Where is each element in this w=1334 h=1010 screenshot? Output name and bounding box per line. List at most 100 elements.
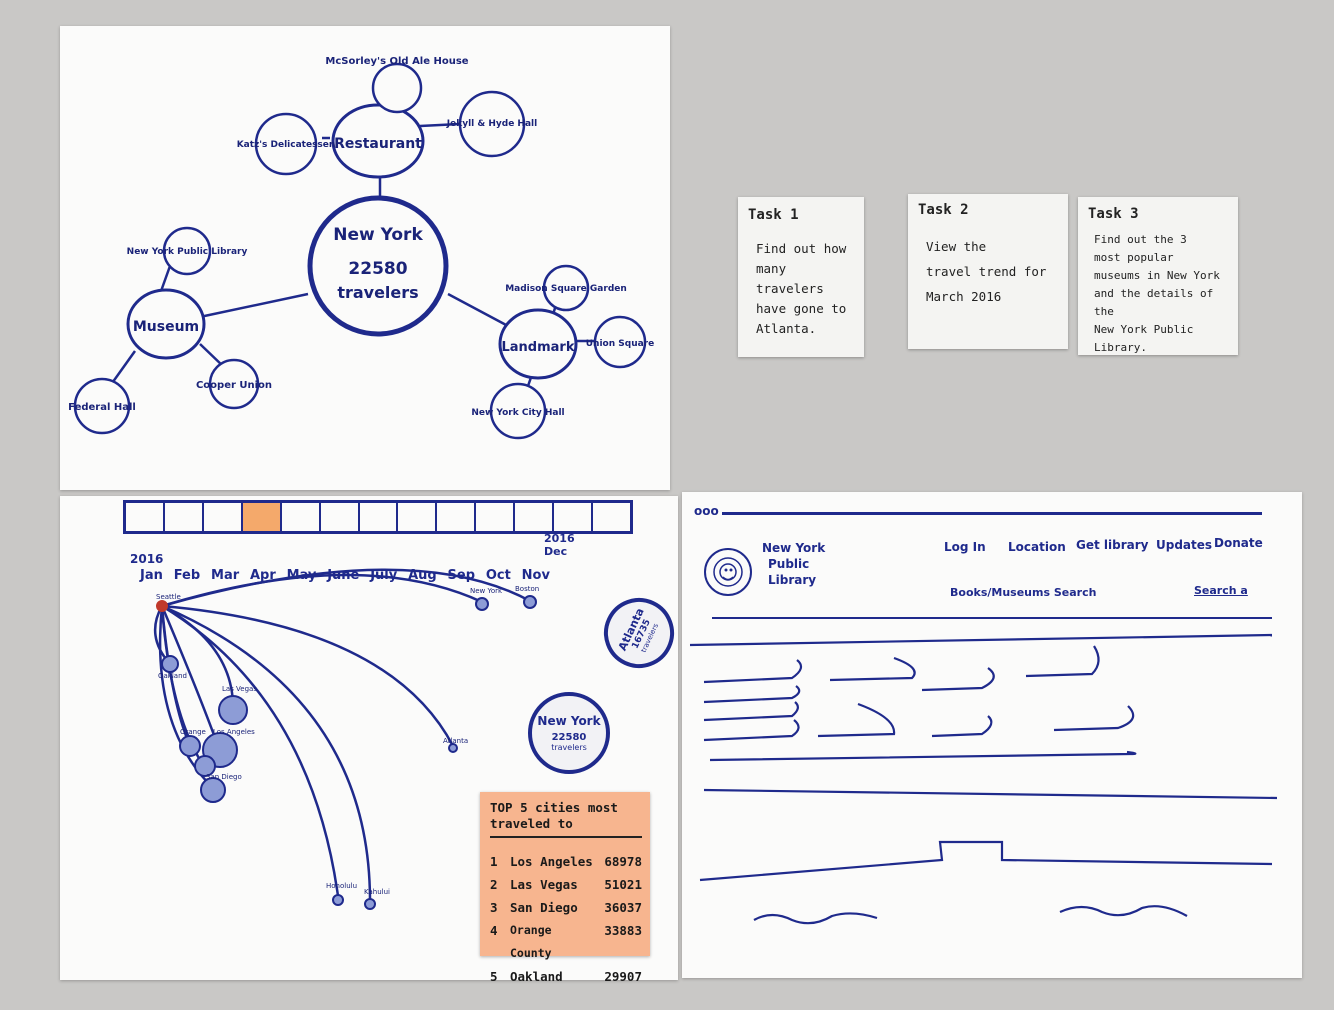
dest-kahului [364,898,376,910]
task-note-3: Task 3 Find out the 3 most popular museu… [1078,197,1238,355]
dest-label-san-diego: San Diego [206,773,242,781]
task-3-title: Task 3 [1088,206,1139,222]
top5-rank: 1 [490,854,498,869]
timeline-cell[interactable] [204,503,243,531]
mindmap-federal-hall-label: Federal Hall [68,402,136,413]
section-rule [703,788,1278,800]
timeline-cell[interactable] [515,503,555,531]
nav-location[interactable]: Location [1008,540,1066,554]
month-label[interactable]: Feb [173,568,201,583]
mindmap-madison-node [542,264,590,312]
task-3-line: Library. [1094,341,1147,354]
top5-title: TOP 5 cities most traveled to [490,800,642,838]
logo-line: New York [762,541,826,555]
top5-title-line-2: traveled to [490,816,573,831]
month-label[interactable]: Jan [140,568,163,583]
timeline-cell[interactable] [437,503,477,531]
flow-arc-boston [161,568,531,608]
timeline-start-label: 2016 [130,552,164,566]
dest-label-boston: Boston [515,585,539,593]
timeline-cell[interactable] [321,503,360,531]
wireframe-content-sketch [689,633,1278,925]
mindmap-cooper-union-node [208,358,260,410]
timeline-cell[interactable] [398,503,438,531]
task-1-line: have gone to [756,301,847,316]
mindmap-center-value: 22580 [348,259,407,279]
website-wireframe-paper: ooo New York Public Library Log In Locat… [682,492,1302,978]
books-museums-search-input[interactable]: Books/Museums Search [950,586,1097,599]
section-rule [689,633,1273,647]
timeline-cell[interactable] [554,503,594,531]
timeline-cell[interactable] [165,503,204,531]
mindmap-cooper-union-label: Cooper Union [196,380,272,391]
top5-title-line-1: TOP 5 cities most [490,800,618,815]
timeline-bar [123,500,633,534]
month-label[interactable]: Nov [521,568,550,583]
top5-count: 68978 [604,854,642,869]
timeline-cell[interactable] [476,503,516,531]
nav-get-library[interactable]: Get library [1076,538,1149,552]
top5-city: San Diego [510,900,578,915]
task-3-line: museums in New York [1094,269,1220,282]
mindmap-jekyll-label: Jekyll & Hyde Hall [446,119,537,129]
mindmap-landmark-label: Landmark [502,340,575,355]
timeline-cell-selected[interactable] [242,503,282,531]
timeline-cell[interactable] [360,503,399,531]
month-label[interactable]: Oct [485,568,511,583]
nav-donate[interactable]: Donate [1214,536,1263,550]
timeline-cell[interactable] [126,503,165,531]
month-label[interactable]: Apr [249,568,276,583]
mindmap-paper: New York 22580 travelers Restaurant Muse… [60,26,670,490]
dest-label-los-angeles: Los Angeles [213,728,255,736]
mindmap-union-square-label: Union Square [586,339,654,349]
month-label[interactable]: Mar [211,568,240,583]
top5-city: Oakland [510,969,563,984]
mindmap-katz-node [254,112,318,176]
top5-rank: 3 [490,900,498,915]
window-dots: ooo [694,504,719,518]
search-link[interactable]: Search a [1194,584,1248,597]
task-note-1: Task 1 Find out how many travelers have … [738,197,864,357]
flow-arc-kahului [161,604,372,902]
logo-line: Public [768,557,810,571]
dest-label-oakland: Oakland [158,672,187,680]
mindmap-mcsorleys-label: McSorley's Old Ale House [325,56,468,67]
task-3-line: most popular [1094,251,1174,264]
nav-updates[interactable]: Updates [1156,538,1213,552]
flow-map: Seattle Oakland Las Vegas Orange Los Ang… [153,568,539,910]
dest-label-atlanta: Atlanta [443,737,468,745]
task-1-title: Task 1 [748,207,799,223]
mindmap-city-hall-node [489,382,547,440]
nav-login[interactable]: Log In [944,540,986,554]
mindmap-center-unit: travelers [337,283,418,302]
dest-label-kahului: Kahului [364,888,390,896]
mindmap-landmark-node [498,308,578,380]
dest-san-diego-2 [200,777,226,803]
mindmap-katz-label: Katz's Delicatessen [237,140,336,150]
top5-count: 33883 [604,923,642,938]
timeline-cell[interactable] [282,503,321,531]
top5-rank: 2 [490,877,498,892]
footer-tab-shape [699,840,1273,882]
dest-label-new-york: New York [470,587,503,595]
logo-line: Library [768,573,817,587]
dest-atlanta [448,743,458,753]
task-3-line: Find out the 3 [1094,233,1187,246]
mindmap-mcsorleys-node [371,62,423,114]
mindmap-jekyll-node [458,90,526,158]
dest-las-vegas [218,695,248,725]
newyork-bubble[interactable]: New York 22580 travelers [528,692,610,774]
task-2-line: View the [926,239,987,254]
library-logo-text[interactable]: New York Public Library [762,540,825,588]
flow-arc-new-york [161,573,483,608]
mindmap-center-node [307,195,449,337]
mindmap-restaurant-label: Restaurant [334,136,422,152]
dest-new-york [475,597,489,611]
task-3-line: and the details of the [1094,287,1214,318]
mindmap-museum-node [126,288,206,360]
task-2-line: travel trend for [926,264,1047,279]
